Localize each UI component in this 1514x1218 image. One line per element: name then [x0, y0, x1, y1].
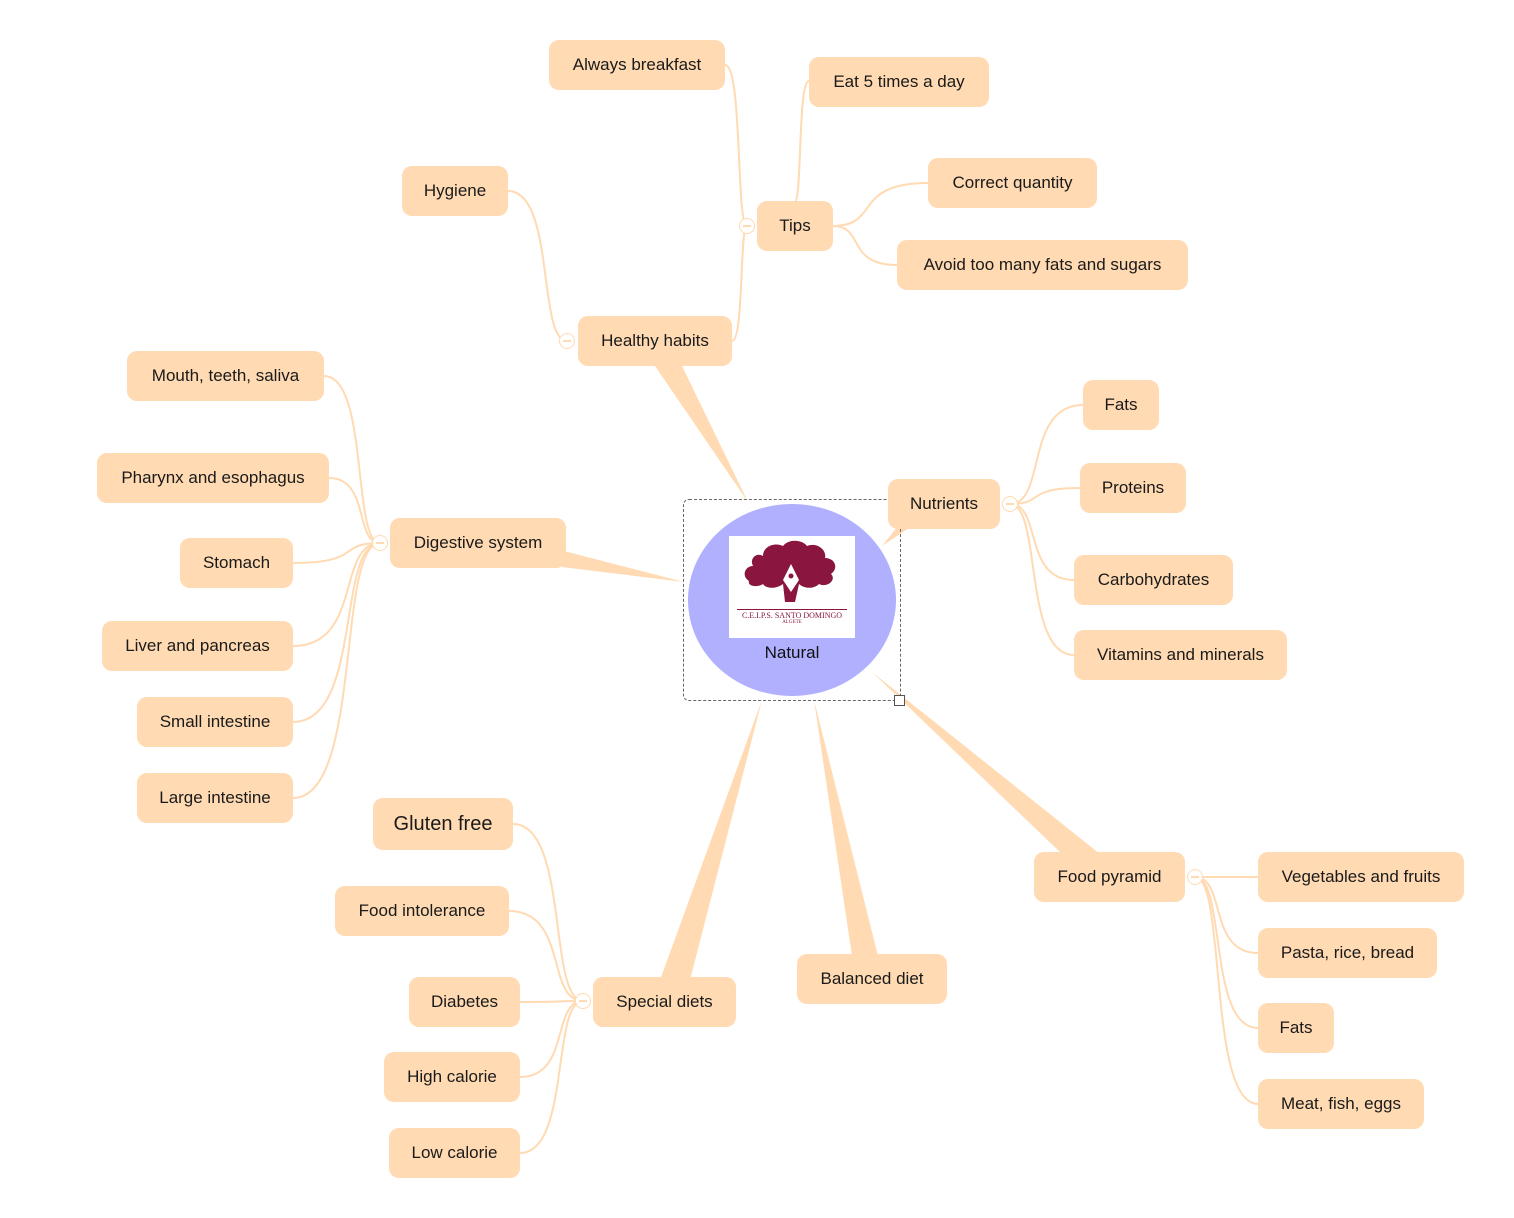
sub-branch-link: [731, 225, 748, 342]
node-liver-pancreas[interactable]: Liver and pancreas: [102, 621, 293, 671]
node-balanced-diet[interactable]: Balanced diet: [797, 954, 947, 1004]
tree-pen-icon: [744, 540, 836, 602]
sub-branch-link: [292, 542, 381, 799]
node-nutrients[interactable]: Nutrients: [888, 479, 1000, 529]
branch-special-diets: [660, 700, 762, 980]
sub-branch-link: [519, 1000, 584, 1078]
collapse-nutrients-icon[interactable]: [1002, 496, 1018, 512]
sub-branch-link: [508, 910, 584, 1002]
sub-branch-link: [519, 1000, 584, 1003]
sub-branch-link: [794, 80, 810, 202]
sub-branch-link: [328, 477, 381, 544]
sub-branch-link: [724, 64, 748, 227]
node-special-diets[interactable]: Special diets: [593, 977, 736, 1027]
branch-healthy-habits: [655, 366, 748, 502]
node-fats-pyramid[interactable]: Fats: [1258, 1003, 1334, 1053]
node-food-pyramid[interactable]: Food pyramid: [1034, 852, 1185, 902]
branch-nutrients: [882, 526, 912, 546]
node-mouth[interactable]: Mouth, teeth, saliva: [127, 351, 324, 401]
node-pasta-rice-bread[interactable]: Pasta, rice, bread: [1258, 928, 1437, 978]
node-diabetes[interactable]: Diabetes: [409, 977, 520, 1027]
node-vitamins-minerals[interactable]: Vitamins and minerals: [1074, 630, 1287, 680]
node-food-intolerance[interactable]: Food intolerance: [335, 886, 509, 936]
node-always-breakfast[interactable]: Always breakfast: [549, 40, 725, 90]
sub-branch-link: [1194, 876, 1259, 1029]
node-tips[interactable]: Tips: [757, 201, 833, 251]
resize-handle[interactable]: [894, 695, 905, 706]
node-proteins[interactable]: Proteins: [1080, 463, 1186, 513]
sub-branch-link: [292, 542, 381, 723]
collapse-tips-icon[interactable]: [739, 218, 755, 234]
logo-text: C.E.I.P.S. SANTO DOMINGO: [737, 609, 847, 620]
sub-branch-link: [1009, 487, 1081, 505]
node-avoid-fats-sugars[interactable]: Avoid too many fats and sugars: [897, 240, 1188, 290]
sub-branch-link: [292, 542, 381, 564]
central-topic-label: Natural: [764, 643, 820, 662]
branch-balanced-diet: [814, 700, 878, 956]
node-digestive-system[interactable]: Digestive system: [390, 518, 566, 568]
node-vegetables-fruits[interactable]: Vegetables and fruits: [1258, 852, 1464, 902]
sub-branch-link: [1009, 503, 1075, 581]
logo-subtext: ALGETE: [782, 620, 802, 625]
sub-branch-link: [292, 542, 381, 647]
node-small-intestine[interactable]: Small intestine: [137, 697, 293, 747]
node-high-calorie[interactable]: High calorie: [384, 1052, 520, 1102]
node-gluten-free[interactable]: Gluten free: [373, 798, 513, 850]
collapse-food-pyramid-icon[interactable]: [1187, 869, 1203, 885]
sub-branch-link: [832, 182, 929, 227]
branch-digestive-system: [560, 550, 684, 582]
node-pharynx[interactable]: Pharynx and esophagus: [97, 453, 329, 503]
node-fats[interactable]: Fats: [1083, 380, 1159, 430]
sub-branch-link: [519, 1000, 584, 1154]
node-eat-5-times[interactable]: Eat 5 times a day: [809, 57, 989, 107]
branch-food-pyramid: [872, 672, 1100, 854]
node-hygiene[interactable]: Hygiene: [402, 166, 508, 216]
sub-branch-link: [323, 375, 381, 544]
sub-branch-link: [1009, 404, 1084, 505]
node-meat-fish-eggs[interactable]: Meat, fish, eggs: [1258, 1079, 1424, 1129]
sub-branch-link: [507, 190, 568, 342]
sub-branch-link: [832, 225, 898, 266]
node-correct-quantity[interactable]: Correct quantity: [928, 158, 1097, 208]
node-low-calorie[interactable]: Low calorie: [389, 1128, 520, 1178]
collapse-healthy-habits-icon[interactable]: [559, 333, 575, 349]
node-carbohydrates[interactable]: Carbohydrates: [1074, 555, 1233, 605]
collapse-digestive-icon[interactable]: [372, 535, 388, 551]
selection-box: [683, 499, 901, 701]
sub-branch-link: [512, 823, 584, 1002]
node-large-intestine[interactable]: Large intestine: [137, 773, 293, 823]
node-healthy-habits[interactable]: Healthy habits: [578, 316, 732, 366]
sub-branch-link: [1009, 503, 1075, 656]
collapse-special-diets-icon[interactable]: [575, 993, 591, 1009]
sub-branch-link: [1194, 876, 1259, 954]
node-stomach[interactable]: Stomach: [180, 538, 293, 588]
sub-branch-link: [1194, 876, 1259, 1105]
school-logo: C.E.I.P.S. SANTO DOMINGO ALGETE: [729, 536, 855, 638]
